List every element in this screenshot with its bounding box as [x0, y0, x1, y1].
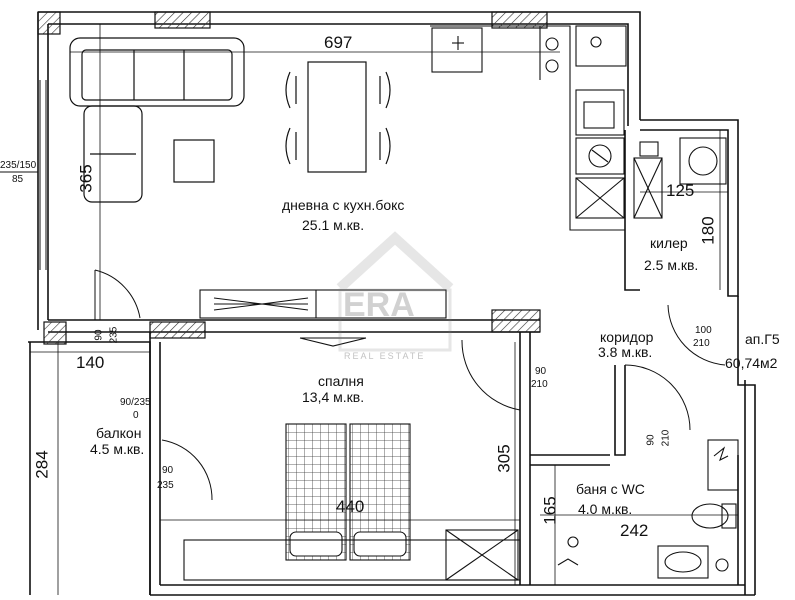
apartment-area: 60,74м2: [725, 355, 778, 371]
balcony-window-size: 90/235: [120, 397, 151, 408]
corridor-area: 3.8 м.кв.: [598, 344, 653, 360]
door-bedroom-width: 90: [535, 366, 547, 377]
bedroom-name: спалня: [318, 373, 364, 389]
door-living-width: 90: [93, 329, 105, 341]
storage-partition: [624, 130, 640, 291]
dim-180: 180: [698, 216, 718, 245]
corridor-name: коридор: [600, 329, 654, 345]
storage-name: килер: [650, 235, 688, 251]
dim-165: 165: [540, 496, 560, 525]
storage-appliances: [633, 137, 727, 219]
beds: [285, 423, 411, 561]
dim-440: 440: [336, 497, 365, 516]
wardrobe: [183, 529, 521, 581]
tv-unit: [199, 289, 447, 347]
bathroom-name: баня с WC: [576, 481, 645, 497]
bath-wall: [530, 454, 610, 466]
door-entry-width: 100: [695, 325, 712, 336]
living-room-area: 25.1 м.кв.: [302, 217, 365, 233]
coffee-table: [173, 139, 215, 183]
watermark-tagline: REAL ESTATE: [344, 351, 426, 361]
window-left: [0, 80, 47, 270]
storage-wall: [640, 119, 739, 297]
dim-140: 140: [76, 353, 105, 372]
bathroom-area: 4.0 м.кв.: [578, 501, 633, 517]
storage-area: 2.5 м.кв.: [644, 257, 699, 273]
balcony-area: 4.5 м.кв.: [90, 441, 145, 457]
dining-table: [285, 61, 391, 173]
dim-284: 284: [32, 450, 52, 479]
door-living-height: 235: [108, 326, 120, 344]
apartment-id: ап.Г5: [745, 331, 780, 347]
balcony-door-height: 235: [157, 480, 174, 491]
dim-365: 365: [76, 164, 96, 193]
sofa: [69, 37, 245, 203]
era-logo-watermark: [336, 231, 454, 352]
bathroom-fixtures: [557, 439, 739, 579]
door-arc-bath: [624, 364, 691, 431]
kitchen-counter: [430, 25, 627, 231]
dim-242: 242: [620, 521, 649, 540]
door-entry-height: 210: [693, 338, 710, 349]
door-arc-bedroom: [461, 339, 521, 411]
columns: [37, 11, 548, 345]
door-arc-balcony: [161, 439, 213, 501]
outer-wall-top-inner: [48, 23, 629, 126]
balcony-name: балкон: [96, 425, 142, 441]
outer-wall-top: [38, 11, 641, 120]
door-bedroom-height: 210: [531, 379, 548, 390]
door-bath-height: 210: [660, 429, 672, 447]
balcony-door-width: 90: [162, 465, 174, 476]
bedroom-area: 13,4 м.кв.: [302, 389, 365, 405]
doors: [94, 269, 726, 501]
window-left-sill: 85: [12, 174, 24, 185]
door-bath-width: 90: [645, 434, 657, 446]
dim-697: 697: [324, 33, 353, 52]
door-arc-entry: [667, 304, 726, 366]
corridor-inner-wall: [614, 365, 626, 456]
door-arc-living: [94, 269, 141, 319]
bedroom-right-wall: [519, 332, 531, 585]
living-room-name: дневна с кухн.бокс: [282, 197, 405, 213]
partition-living-bedroom: [48, 319, 540, 333]
balcony-window-sill: 0: [133, 410, 139, 421]
watermark-brand: ERA: [343, 286, 415, 324]
window-left-size: 235/150: [0, 160, 37, 171]
corridor-wall: [737, 296, 756, 595]
dim-125: 125: [666, 181, 695, 200]
bedroom-left-wall: [149, 332, 161, 595]
dim-305: 305: [494, 444, 514, 473]
